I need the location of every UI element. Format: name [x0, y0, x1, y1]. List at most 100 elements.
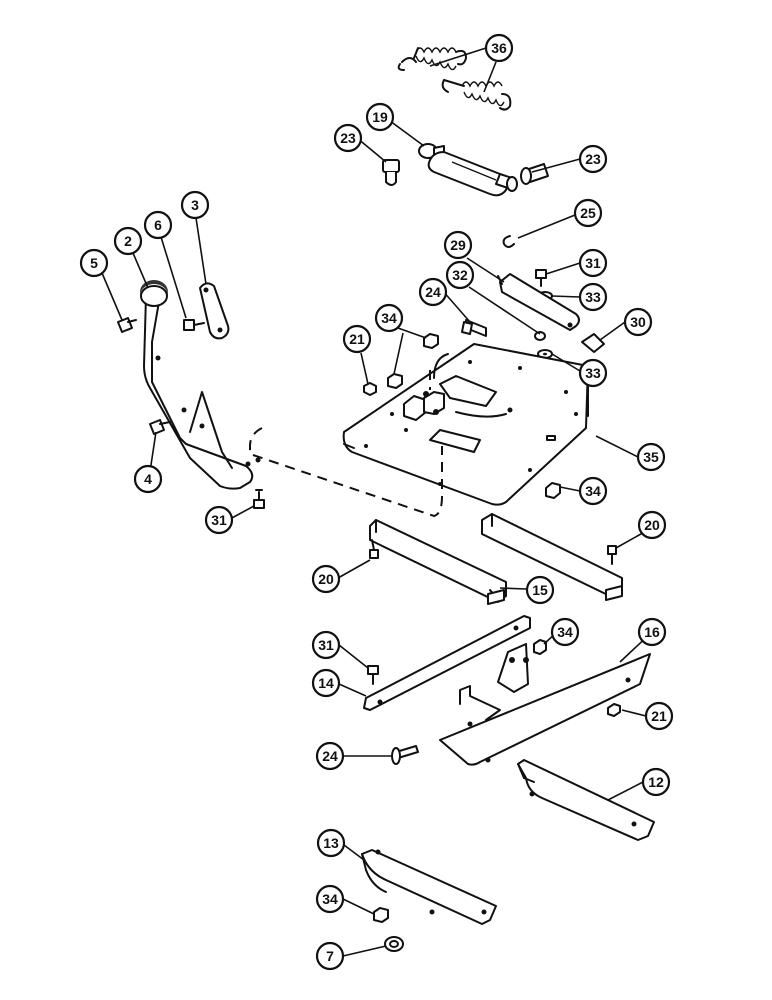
svg-text:25: 25: [580, 205, 596, 221]
callout-29: 29: [443, 230, 473, 260]
nut-plate-top: [423, 333, 439, 349]
callout-15: 15: [525, 575, 555, 605]
alignment-dashed-line: [249, 427, 443, 518]
callout-2: 2: [113, 226, 143, 256]
bolt-upper: [461, 319, 487, 337]
nut-7: [384, 936, 404, 952]
gas-strut: [418, 143, 518, 197]
svg-text:3: 3: [191, 197, 199, 213]
callout-7: 7: [315, 941, 345, 971]
callout-33-lower: 33: [578, 358, 608, 388]
link-strap: [199, 282, 230, 340]
pin-left: [382, 159, 400, 186]
bolt-6: [183, 319, 205, 331]
svg-text:7: 7: [326, 948, 334, 964]
svg-text:30: 30: [630, 314, 646, 330]
callout-6: 6: [143, 210, 173, 240]
nut-right: [545, 482, 561, 499]
callout-20-right: 20: [637, 510, 667, 540]
leader-lines: [101, 47, 653, 957]
cross-bar: [363, 615, 531, 711]
link-bar: [497, 273, 580, 331]
svg-text:20: 20: [318, 571, 334, 587]
svg-text:33: 33: [585, 365, 601, 381]
spring-upper: [397, 47, 467, 71]
slide-rail-right: [481, 513, 623, 601]
slide-rail-left: [369, 519, 507, 605]
angle-bracket-right: [517, 759, 655, 841]
callout-34-lower: 34: [315, 884, 345, 914]
nut-small: [534, 331, 546, 341]
callout-19: 19: [365, 102, 395, 132]
bolt-31-bar: [367, 665, 379, 685]
svg-text:13: 13: [323, 835, 339, 851]
bracket-plate: [439, 643, 651, 766]
svg-text:32: 32: [452, 267, 468, 283]
svg-text:31: 31: [211, 512, 227, 528]
svg-text:31: 31: [318, 637, 334, 653]
callout-12: 12: [641, 767, 671, 797]
svg-text:29: 29: [450, 237, 466, 253]
svg-text:15: 15: [532, 582, 548, 598]
svg-text:21: 21: [349, 331, 365, 347]
callout-21-upper: 21: [342, 324, 372, 354]
svg-text:34: 34: [381, 310, 397, 326]
svg-text:34: 34: [585, 483, 601, 499]
callout-24-lower: 24: [315, 741, 345, 771]
callout-32: 32: [445, 260, 475, 290]
nut-left: [387, 373, 403, 389]
bolt-upper-right: [535, 269, 547, 287]
callout-23-left: 23: [333, 123, 363, 153]
nut-21-right: [607, 703, 621, 717]
spring-hook: [433, 353, 449, 379]
svg-text:34: 34: [322, 891, 338, 907]
callout-4: 4: [133, 464, 163, 494]
pedal-arm: [140, 280, 261, 490]
callout-20-left: 20: [311, 564, 341, 594]
callout-14: 14: [311, 668, 341, 698]
bolt-24-lower: [391, 745, 419, 765]
svg-text:33: 33: [585, 289, 601, 305]
angle-bracket-left: [361, 849, 497, 925]
callout-5: 5: [79, 248, 109, 278]
svg-text:5: 5: [90, 255, 98, 271]
callout-34-upper: 34: [374, 303, 404, 333]
svg-text:31: 31: [585, 255, 601, 271]
pin-right: [520, 163, 549, 185]
nut-left-small: [363, 382, 377, 396]
svg-text:23: 23: [340, 130, 356, 146]
latch-pad: [581, 333, 605, 353]
callout-23-right: 23: [578, 144, 608, 174]
svg-text:20: 20: [644, 517, 660, 533]
svg-text:14: 14: [318, 675, 334, 691]
clip-ring: [502, 235, 515, 248]
svg-text:6: 6: [154, 217, 162, 233]
svg-text:36: 36: [491, 40, 507, 56]
bolt-5: [117, 317, 137, 333]
svg-text:23: 23: [585, 151, 601, 167]
svg-text:24: 24: [425, 284, 441, 300]
bolt-20-right: [607, 545, 617, 565]
callout-16: 16: [637, 617, 667, 647]
callout-34-mid: 34: [578, 476, 608, 506]
callout-31-bar: 31: [311, 630, 341, 660]
callout-33-upper: 33: [578, 282, 608, 312]
svg-text:2: 2: [124, 233, 132, 249]
nut-bracket: [533, 639, 547, 655]
svg-text:24: 24: [322, 748, 338, 764]
svg-text:21: 21: [651, 708, 667, 724]
callout-21-lower: 21: [644, 701, 674, 731]
callout-35: 35: [636, 442, 666, 472]
callout-34-bracket: 34: [550, 617, 580, 647]
callout-24-upper: 24: [418, 277, 448, 307]
callout-31-upper: 31: [578, 248, 608, 278]
callout-13: 13: [316, 828, 346, 858]
callout-31-lower: 31: [204, 505, 234, 535]
bolt-20-left: [369, 539, 379, 559]
callout-25: 25: [573, 198, 603, 228]
bolt-4: [149, 419, 171, 435]
bolt-31-lower: [253, 489, 265, 509]
svg-text:4: 4: [144, 471, 152, 487]
svg-text:19: 19: [372, 109, 388, 125]
